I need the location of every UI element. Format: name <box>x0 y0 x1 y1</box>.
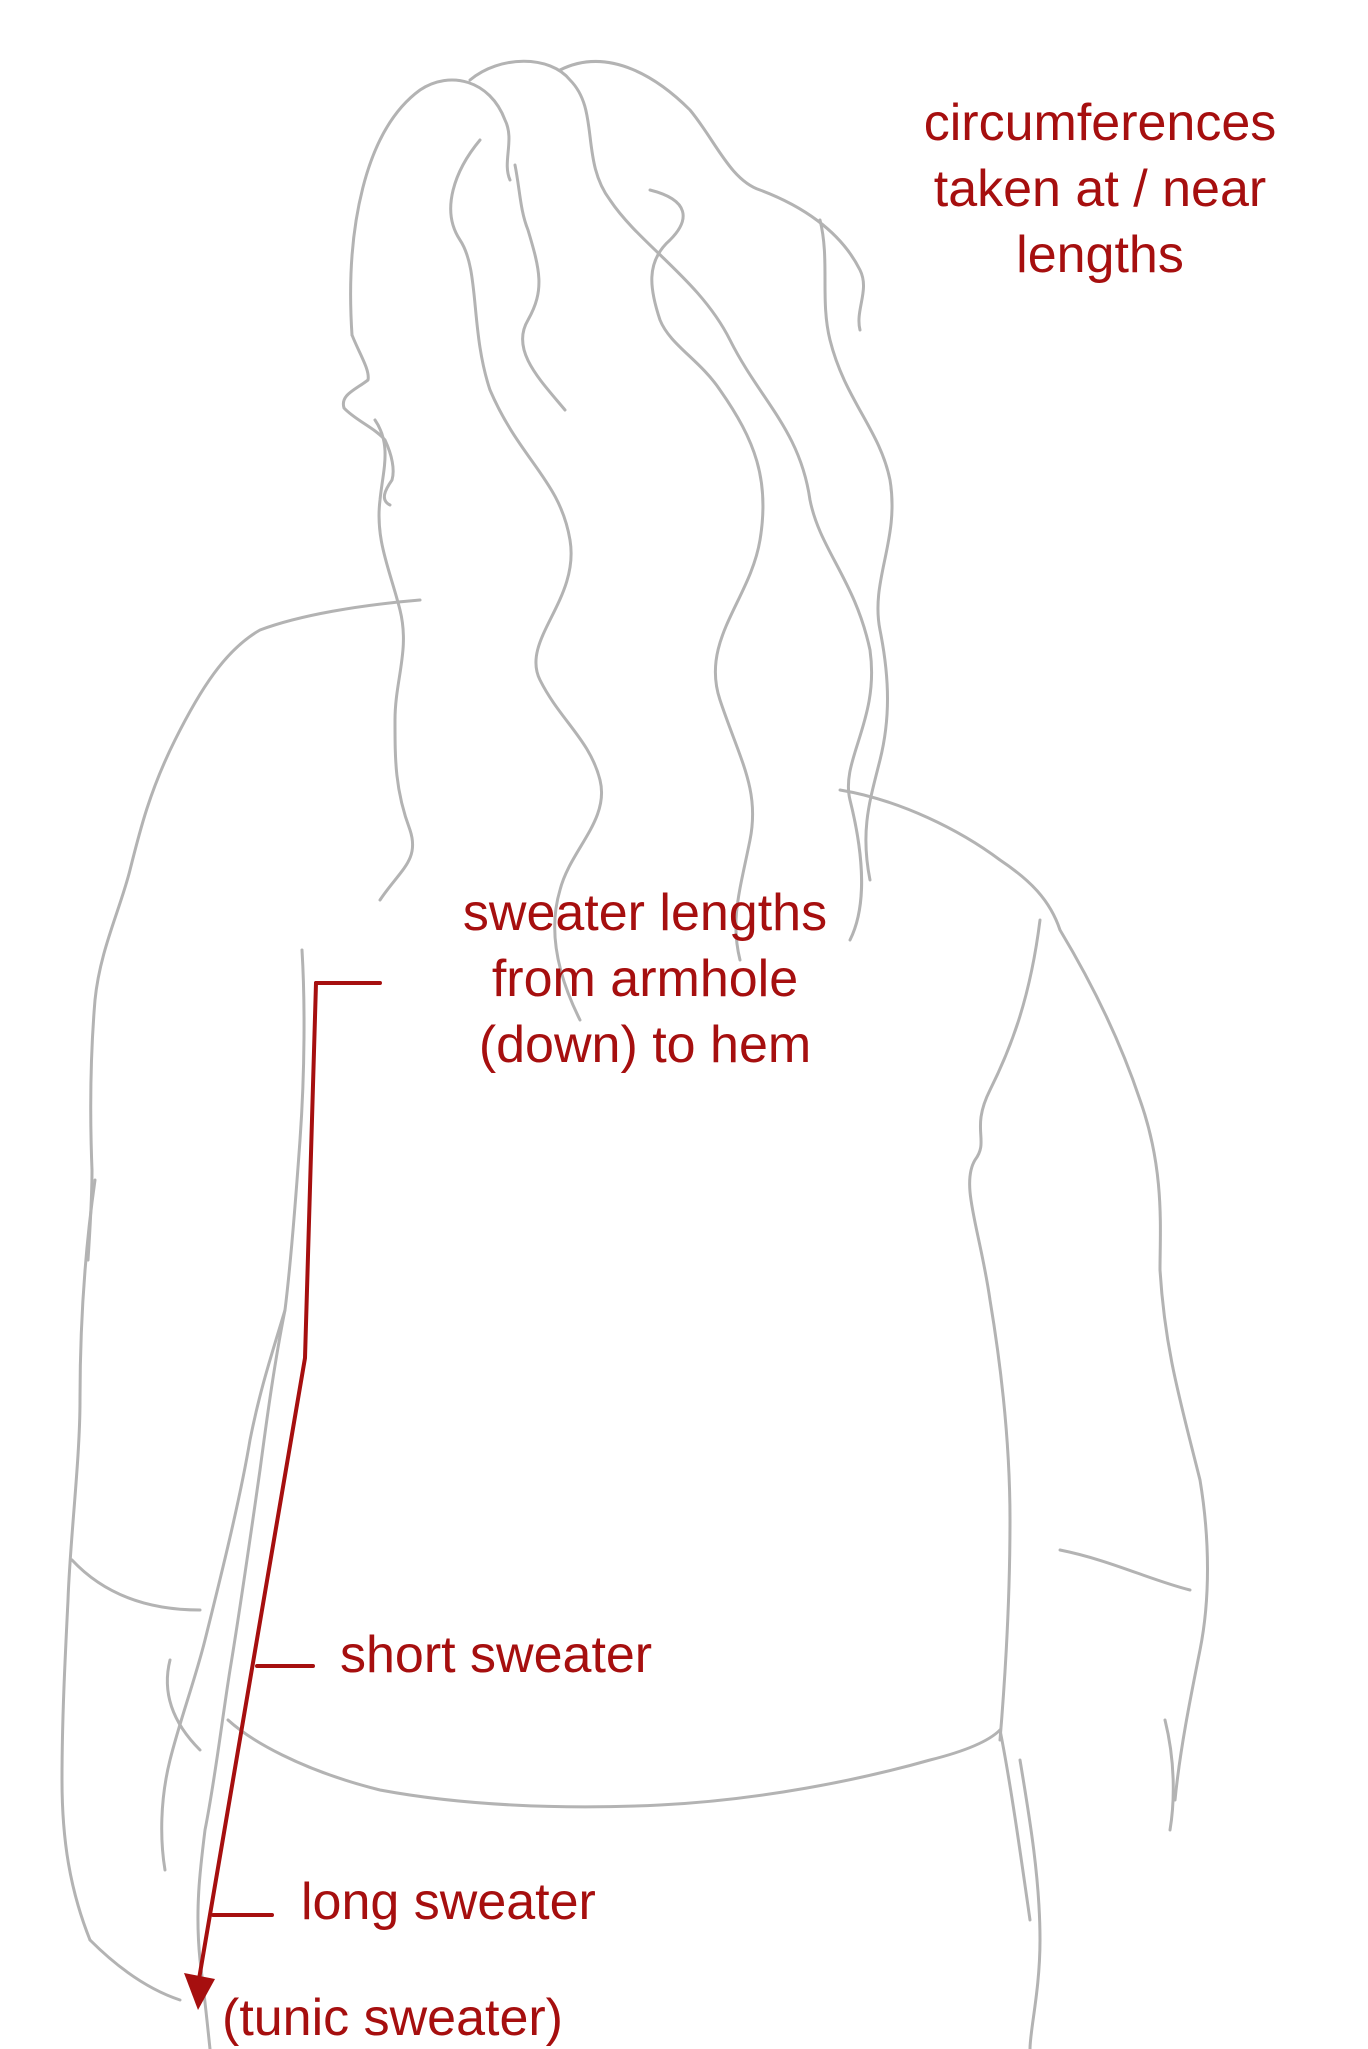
note-line: circumferences <box>923 94 1277 152</box>
ear-outline <box>341 333 395 507</box>
note-line: lengths <box>1016 226 1184 284</box>
hair-strand <box>468 59 873 942</box>
long-sweater-label: long sweater <box>301 1873 596 1931</box>
hem-outline <box>226 1718 1002 1809</box>
hair-outline <box>349 78 512 337</box>
right-arm-inner-outline <box>968 918 1042 1742</box>
note-line: taken at / near <box>933 160 1267 218</box>
arrowhead <box>184 1973 215 2010</box>
note-line: (down) to hem <box>478 1016 812 1074</box>
left-shoulder-outline <box>60 598 422 1942</box>
right-hand-outline <box>1018 1548 1192 2049</box>
note-line: from armhole <box>491 950 799 1008</box>
tunic-sweater-label: (tunic sweater) <box>222 1989 563 2047</box>
length-arrow-line <box>196 981 318 1987</box>
hair-strand <box>449 138 604 1022</box>
hair-strand <box>513 163 567 412</box>
circumferences-note: circumferences taken at / near lengths <box>880 90 1320 288</box>
hair-strand <box>648 188 765 962</box>
left-arm-seam <box>86 1168 94 1262</box>
length-annotations <box>184 981 382 2010</box>
left-wrist-outline <box>165 1658 202 1752</box>
short-sweater-label: short sweater <box>340 1626 653 1684</box>
note-line: sweater lengths <box>462 884 828 942</box>
right-shoulder-outline <box>838 788 1209 1802</box>
hip-outline <box>998 1728 1032 1922</box>
left-arm-inner-outline <box>160 948 306 1872</box>
left-arm-inner-outline-2 <box>196 1308 287 2049</box>
hair-strand <box>558 59 865 332</box>
sweater-lengths-note: sweater lengths from armhole (down) to h… <box>400 880 890 1078</box>
body-outline <box>60 59 1209 2049</box>
left-hand-outline <box>70 1558 202 2002</box>
hair-strand <box>373 418 415 902</box>
hair-strand <box>818 218 894 882</box>
